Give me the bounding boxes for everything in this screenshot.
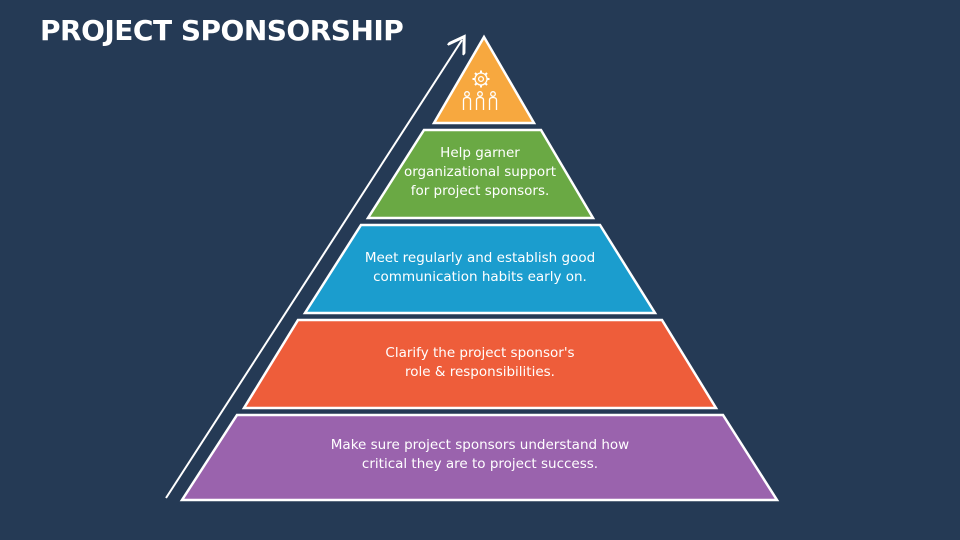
page-title: PROJECT SPONSORSHIP — [40, 14, 404, 47]
pyramid-top — [431, 34, 537, 125]
level-4-text: Make sure project sponsors understand ho… — [330, 437, 630, 472]
pyramid-level-3 — [241, 318, 719, 410]
pyramid-level-4 — [179, 413, 780, 502]
level-2-text: Meet regularly and establish good commun… — [364, 250, 596, 285]
level-1-text: Help garner organizational support for p… — [403, 145, 557, 199]
sponsor-team-gear-icon — [462, 70, 498, 110]
level-3-text: Clarify the project sponsor's role & res… — [385, 345, 575, 380]
growth-arrow — [165, 40, 462, 499]
pyramid-level-1 — [365, 128, 596, 220]
pyramid-level-2 — [302, 223, 658, 315]
